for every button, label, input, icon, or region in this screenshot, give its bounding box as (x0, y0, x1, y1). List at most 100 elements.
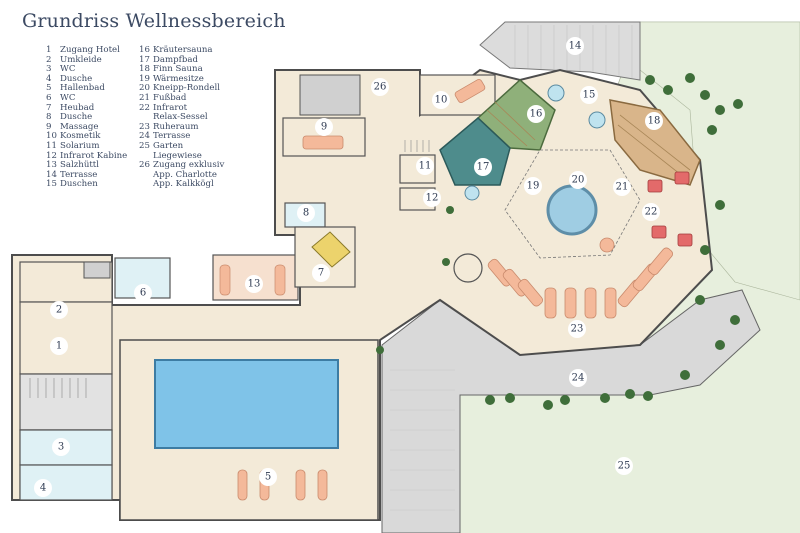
room-marker-circle (566, 37, 584, 55)
room-marker-circle (315, 118, 333, 136)
legend-number: 16 (139, 45, 150, 55)
legend-number: 6 (46, 92, 52, 103)
room-marker-10: 10 (432, 91, 450, 109)
room-marker-label: 12 (426, 193, 439, 204)
room-marker-label: 24 (572, 373, 585, 384)
room-marker-2: 2 (50, 301, 68, 319)
spiral-stair (453, 253, 483, 283)
room-marker-label: 19 (527, 181, 540, 192)
lift-shaft-right (299, 74, 361, 116)
legend-label: WC (60, 64, 76, 75)
room-marker-label: 8 (303, 208, 309, 219)
lift-shaft-left (83, 261, 111, 279)
room-marker-label: 13 (248, 279, 261, 290)
legend-label: Liegewiese (153, 150, 202, 161)
legend-number: 3 (46, 64, 52, 75)
room-marker-circle (569, 171, 587, 189)
room-marker-circle (524, 177, 542, 195)
room-marker-25: 25 (615, 457, 633, 475)
room-marker-circle (297, 204, 315, 222)
room-marker-7: 7 (312, 264, 330, 282)
room-marker-label: 5 (265, 472, 271, 483)
terrace-14 (479, 21, 641, 81)
room-marker-16: 16 (527, 105, 545, 123)
legend-entry: 3 WC (46, 65, 127, 75)
room-marker-circle (568, 320, 586, 338)
room-marker-label: 3 (58, 442, 64, 453)
room-marker-circle (52, 438, 70, 456)
footbath-basin (599, 237, 615, 253)
room-marker-label: 18 (648, 116, 661, 127)
room-marker-circle (527, 105, 545, 123)
room-marker-label: 10 (435, 95, 448, 106)
room-marker-label: 21 (616, 182, 629, 193)
legend-label: Infrarot Kabine (60, 150, 128, 161)
legend-number: 21 (139, 92, 150, 103)
shower-fixtures (464, 84, 606, 201)
legend-label: Hallenbad (60, 83, 105, 94)
legend-number: 8 (46, 112, 52, 123)
legend-number: 12 (46, 150, 57, 161)
room-marker-circle (645, 112, 663, 130)
legend-label: Finn Sauna (153, 64, 203, 75)
room-marker-label: 23 (571, 324, 584, 335)
room-marker-circle (34, 479, 52, 497)
room-marker-26: 26 (371, 78, 389, 96)
legend-number: 22 (139, 102, 150, 113)
stairs-center (404, 140, 430, 152)
room-marker-1: 1 (50, 337, 68, 355)
legend-number: 20 (139, 83, 150, 94)
room-marker-circle (259, 468, 277, 486)
room-marker-label: 11 (419, 161, 432, 172)
room-marker-6: 6 (134, 284, 152, 302)
terrace-14-boards (514, 25, 633, 78)
room-marker-24: 24 (569, 369, 587, 387)
salt-room-loungers (219, 264, 286, 296)
legend-label: Terrasse (60, 169, 98, 180)
cosmetic-chair (454, 79, 486, 103)
legend-number: 24 (139, 131, 150, 142)
legend-label: WC (60, 92, 76, 103)
relax-room-loungers (487, 247, 674, 319)
room-marker-label: 15 (583, 90, 596, 101)
room-marker-label: 6 (140, 288, 146, 299)
legend-number: 18 (139, 64, 150, 75)
legend-number: 26 (139, 160, 150, 171)
room-marker-circle (615, 457, 633, 475)
room-marker-circle (569, 369, 587, 387)
room-marker-circle (50, 337, 68, 355)
legend-label: Kneipp-Rondell (153, 83, 220, 94)
room-marker-label: 2 (56, 305, 62, 316)
swimming-pool (154, 359, 339, 449)
legend-label: Wärmesitze (153, 73, 204, 84)
room-marker-8: 8 (297, 204, 315, 222)
room-marker-13: 13 (245, 275, 263, 293)
sauna-benches (486, 101, 691, 179)
legend-label: Duschen (60, 179, 98, 190)
room-marker-label: 26 (374, 82, 387, 93)
room-marker-9: 9 (315, 118, 333, 136)
room-marker-circle (580, 86, 598, 104)
room-marker-label: 7 (318, 268, 324, 279)
room-marker-22: 22 (642, 203, 660, 221)
massage-table (302, 135, 344, 150)
kneipp-basin (546, 184, 598, 236)
room-marker-21: 21 (613, 178, 631, 196)
legend-label: Zugang exklusiv (153, 160, 225, 171)
steam-bath-17 (439, 116, 511, 186)
room-marker-circle (642, 203, 660, 221)
room-marker-23: 23 (568, 320, 586, 338)
legend-entry: 6 WC (46, 92, 127, 104)
garden-plants (376, 73, 743, 410)
room-marker-label: 22 (645, 207, 658, 218)
